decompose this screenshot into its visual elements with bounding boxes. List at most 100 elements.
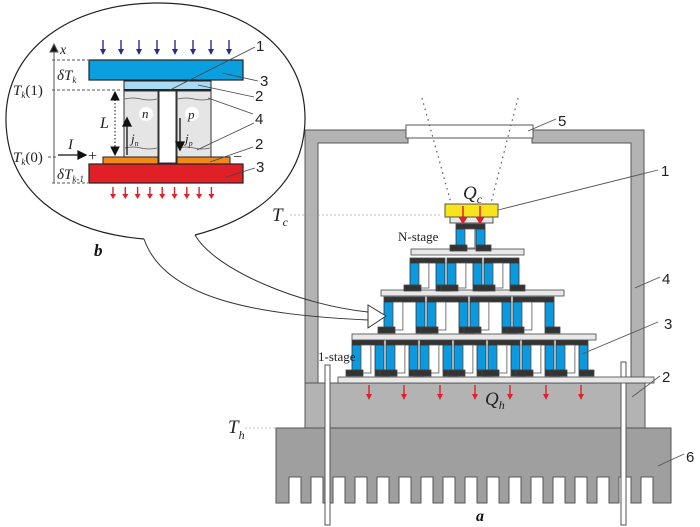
delta-tk-1-label: δTk-1 [57,167,84,184]
red-arrow-head [134,194,141,199]
blue-arrow-head [136,49,142,55]
n-marker [139,107,153,121]
rod-left [324,364,331,526]
leg-gap [521,301,533,331]
red-arrow-head [110,194,116,199]
bottom-conductor [509,284,526,292]
top-conductor [453,339,487,346]
red-arrow-head [146,194,153,199]
panel-a-label: a [476,508,484,525]
leg-n-label: n [142,106,149,121]
leg-gap [360,344,372,374]
callout-1: 1 [661,163,669,180]
level-guides [48,59,122,184]
leg-n [483,262,494,286]
leg-n [555,344,566,371]
leg-p [544,301,555,328]
red-arrow-head [159,194,166,199]
bottom-conductor-n [102,156,159,165]
current-arrow [58,150,88,160]
leg-gap [496,344,508,374]
stage-1 [337,339,655,384]
top-conductor [521,339,555,346]
bottom-conductor [481,369,500,377]
leg-n [469,301,480,328]
jp-label: jp [183,131,193,148]
leg-p [458,301,469,328]
current-density-arrows [121,116,186,155]
leg-gap [530,344,542,374]
callout-2: 2 [662,369,670,386]
qh-arrow-head [543,394,549,400]
bottom-conductor [440,284,459,292]
red-arrow-head [208,194,215,199]
cold-object-1 [444,203,499,218]
callout-5: 5 [558,113,566,130]
leg-n [419,344,430,371]
balloon-pointer [143,234,369,321]
leg-p [472,262,483,286]
current-label: I [67,137,74,153]
length-dimension [110,90,120,157]
leg-interfaces [124,97,211,150]
leg-gap [418,262,430,289]
leg-n [521,344,532,371]
top-conductor [385,339,419,346]
qh-arrow-head [366,394,372,400]
leg-p [544,344,555,371]
heatsink-6 [275,427,672,504]
qc-label: Qc [463,183,483,206]
top-conductor [487,339,521,346]
cold-side-arrows [100,40,232,55]
leg-n [123,90,159,158]
bottom-conductor [544,326,561,334]
callout-3: 3 [664,316,672,333]
leg-p [435,262,446,286]
top-conductor [555,339,589,346]
bottom-conductor [379,369,398,377]
red-arrow-head [171,194,178,199]
tk0-label: Tk(0) [13,150,43,167]
ceramic-plate [337,376,655,384]
bottom-conductor [549,369,568,377]
leg-gap [464,228,476,249]
bottom-conductor [506,326,525,334]
pointer-arrowhead [367,304,387,329]
qh-arrow-head [472,394,478,400]
length-label: L [99,115,109,132]
hot-plate-3 [88,163,244,184]
tc-label: Tc [272,205,289,229]
b-callout-1: 1 [256,38,264,55]
leg-n [512,301,523,328]
leg-gap [462,344,474,374]
rod-right [620,361,627,526]
callout-4: 4 [662,271,670,288]
leg-p [578,344,589,371]
bottom-conductor [447,369,466,377]
callout-leaders-b [169,46,259,178]
plus-sign: + [88,148,97,165]
1-stage-label: 1-stage [318,349,356,364]
panel-b-label: b [94,241,103,260]
qh-arrow-head [401,394,407,400]
jn-label: jn [129,131,139,148]
leg-gap [392,301,404,331]
junction-1 [124,89,211,91]
bottom-conductor [403,284,422,292]
b-callout-3-top: 3 [260,73,268,90]
callout-leaders-a [497,118,685,467]
th-label: Th [228,417,245,442]
leg-n [426,301,437,328]
delta-tk-label: δTk [57,68,77,85]
leg-p [509,262,520,286]
bottom-conductor [578,369,595,377]
top-ceramic-plate [449,216,494,224]
b-callout-2-top: 2 [255,88,263,105]
leg-gap [564,344,576,374]
leg-gap [158,90,177,164]
top-conductor [426,296,469,303]
stage-4 [410,223,525,256]
blue-arrow-head [172,49,178,55]
leg-gap [428,344,440,374]
